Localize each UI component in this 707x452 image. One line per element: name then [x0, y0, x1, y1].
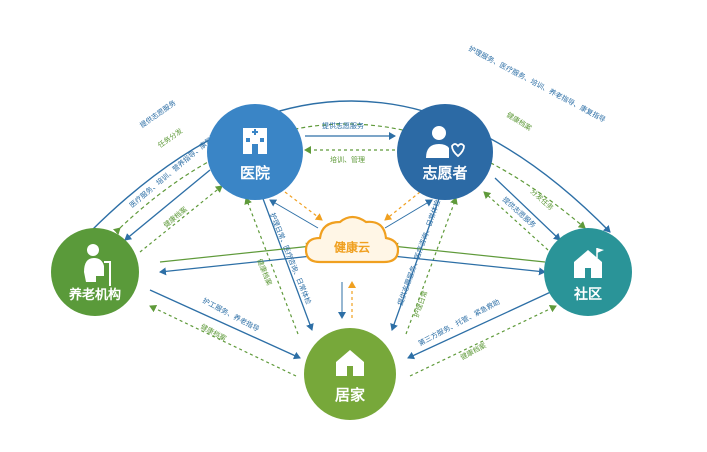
edge-home-vol	[405, 197, 458, 335]
edge-cloud-hosp	[269, 199, 319, 229]
volunteer-node[interactable]: 志愿者	[397, 104, 493, 200]
volunteer-icon	[426, 126, 465, 158]
label-home-elder-record: 健康档案	[199, 322, 228, 343]
hospital-label: 医院	[240, 164, 270, 182]
label-hosp-to-vol: 提供志愿服务	[322, 121, 364, 130]
label-vol-to-hosp: 培训、管理	[330, 155, 365, 164]
cloud-icon	[304, 215, 400, 264]
community-label: 社区	[573, 286, 602, 303]
label-vol-comm-task: 分发任务	[529, 187, 556, 212]
edge-elder-cloud	[159, 242, 313, 263]
label-comm-home-service: 第三方服务、托管、紧急救助	[417, 297, 502, 348]
label-home-comm-record: 健康档案	[459, 341, 488, 362]
edge-hosp-cloud	[284, 191, 323, 221]
label-hosp-home-care: 护理日常、医疗咨询、日常体检	[268, 211, 313, 305]
label-home-vol-care: 护理日常	[411, 289, 429, 318]
label-home-hosp-record: 健康档案	[255, 257, 274, 286]
edge-vol-cloud	[384, 191, 421, 221]
hospital-node[interactable]: 医院	[207, 104, 303, 200]
volunteer-label: 志愿者	[422, 164, 467, 182]
cloud-label: 健康云	[334, 240, 370, 255]
edge-home-hosp	[244, 197, 299, 335]
arc-outer-blue	[82, 100, 611, 240]
edge-home-elder	[149, 304, 297, 377]
house-icon	[336, 350, 364, 376]
edge-elder-home	[149, 289, 301, 360]
edge-hosp-elder	[124, 169, 211, 241]
arc-inner-green	[112, 123, 586, 236]
cloud-node: 健康云	[304, 215, 400, 264]
edge-comm-cloud	[391, 242, 546, 263]
edge-comm-home	[407, 289, 556, 360]
edge-vol-home	[390, 195, 441, 331]
edge-cloud-elder	[159, 255, 313, 276]
elderly-person-icon	[84, 244, 111, 286]
edge-comm-vol	[483, 191, 549, 251]
elderly-home-label: 养老机构	[68, 287, 121, 303]
house-flag-icon	[574, 248, 604, 278]
label-top-arc-left: 提供志愿服务	[138, 98, 178, 129]
home-label: 居家	[335, 386, 365, 404]
home-node[interactable]: 居家	[304, 328, 396, 420]
edge-home-comm	[409, 304, 557, 377]
elderly-home-node[interactable]: 养老机构	[51, 228, 139, 316]
label-top-arc-health: 健康档案	[505, 110, 534, 132]
hospital-icon	[243, 128, 267, 154]
edge-elder-hosp	[139, 185, 223, 253]
community-node[interactable]: 社区	[544, 228, 632, 316]
label-top-arc-task: 任务分发	[156, 126, 184, 149]
label-elder-hosp-record: 健康档案	[162, 205, 189, 230]
label-top-arc-right: 护理服务、医疗服务、培训、养老指导、康复指导	[467, 44, 607, 124]
edge-cloud-vol	[384, 199, 433, 229]
edge-cloud-comm	[391, 255, 546, 276]
label-vol-home-service: 提供志愿服务、医疗咨询、日常体检	[395, 198, 442, 306]
edge-hosp-home	[261, 195, 314, 331]
edge-vol-comm	[494, 177, 561, 241]
